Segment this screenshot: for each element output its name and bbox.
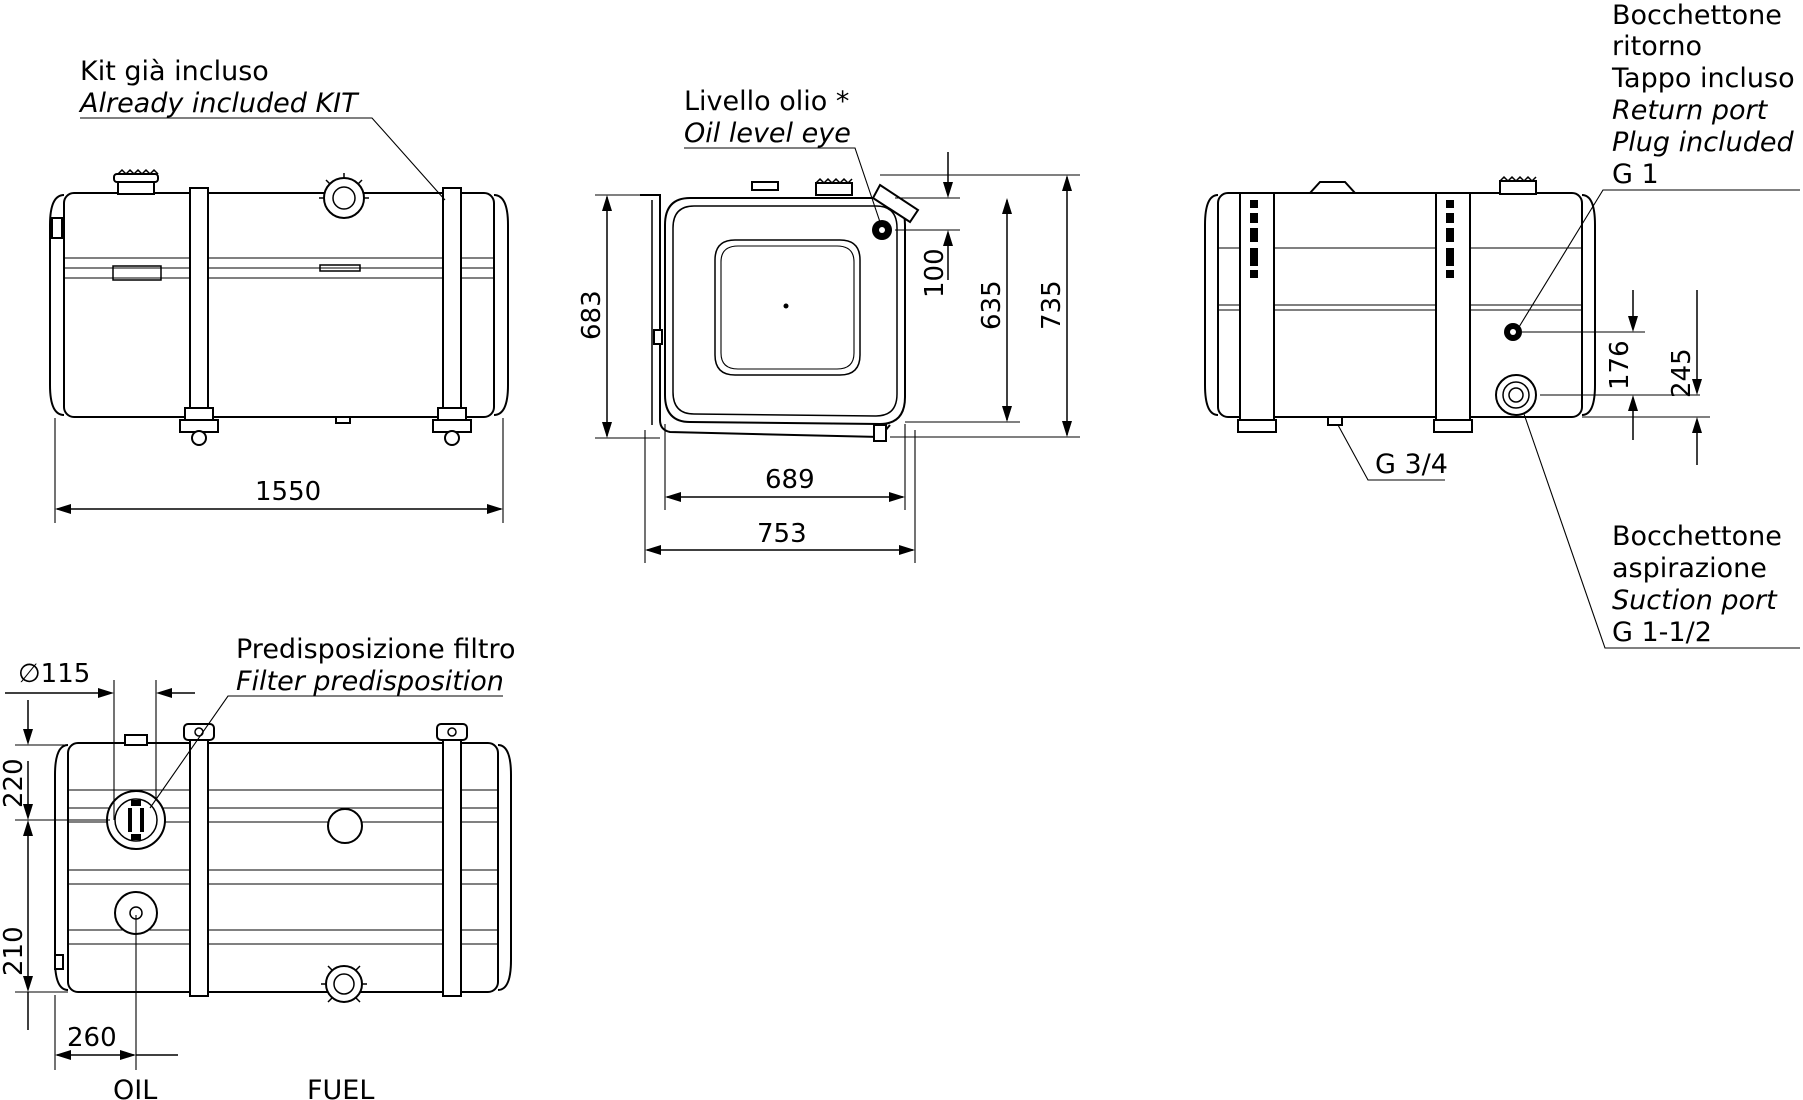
filter-flange-icon (106, 790, 166, 850)
dim-689: 689 (765, 465, 815, 495)
front-strap-bolt-right (432, 407, 472, 446)
side-inner-panel (714, 239, 861, 376)
rear-filler-cap-icon (1499, 175, 1537, 195)
oil-level-leader-line (684, 147, 881, 223)
rear-strap-right (1435, 192, 1471, 426)
rear-drain-plug (1327, 416, 1343, 426)
top-strap-right (442, 737, 462, 997)
suction-port-icon (1495, 374, 1537, 416)
dim-260: 260 (67, 1023, 117, 1053)
dim-245: 245 (1667, 348, 1697, 398)
fuel-cap-icon (321, 965, 367, 1003)
front-view: 1550 Kit già incluso Already included KI… (49, 56, 509, 523)
side-tank-body (664, 197, 906, 426)
dim-735: 735 (1037, 280, 1067, 330)
dim-210: 210 (0, 926, 29, 976)
suction-leader-line (1523, 413, 1800, 649)
filter-label-it: Predisposizione filtro (236, 634, 515, 665)
dim-635: 635 (977, 280, 1007, 330)
top-side-port (327, 808, 363, 844)
front-strap-bolt-left (179, 407, 219, 446)
top-view: Predisposizione filtro Filter predisposi… (0, 634, 515, 1100)
suction-thread-label: G 1-1/2 (1612, 617, 1712, 648)
return-leader-line (1518, 189, 1800, 328)
dim-100: 100 (920, 248, 950, 298)
filter-label-en: Filter predisposition (236, 666, 504, 697)
front-label-plate (112, 265, 162, 281)
rear-breather (1307, 181, 1358, 194)
dim-length: 1550 (255, 477, 321, 507)
top-tank-body (67, 742, 499, 993)
kit-label-en: Already included KIT (78, 88, 360, 119)
oil-label: OIL (113, 1075, 157, 1100)
side-bracket (640, 194, 891, 439)
rear-view: Bocchettone ritorno Tappo incluso Return… (1204, 0, 1800, 649)
dim-753: 753 (757, 519, 807, 549)
front-breather-cap-icon (319, 173, 369, 219)
front-right-endcap (493, 194, 509, 416)
side-strap-tab (871, 183, 920, 224)
return-label-it-3: Tappo incluso (1611, 63, 1795, 94)
front-weld-strip (319, 264, 361, 272)
oil-fill-port-icon (114, 891, 158, 935)
suction-label-it-1: Bocchettone (1612, 521, 1782, 552)
top-strap-left (189, 737, 209, 997)
suction-label-it-2: aspirazione (1612, 553, 1767, 584)
rear-strap-left (1239, 192, 1275, 426)
drain-leader-line (1337, 424, 1445, 481)
dim-220: 220 (0, 758, 29, 808)
front-tank-body (63, 192, 495, 418)
side-filler-cap-icon (815, 177, 853, 196)
oil-level-label-it: Livello olio * (684, 86, 849, 117)
return-label-it-2: ritorno (1612, 31, 1702, 62)
front-strap-left (189, 187, 209, 421)
kit-leader-line (80, 117, 446, 201)
return-label-en-1: Return port (1612, 95, 1769, 126)
dim-176: 176 (1605, 340, 1635, 390)
return-label-it-1: Bocchettone (1612, 0, 1782, 31)
side-drain-fitting (873, 424, 887, 442)
filter-leader-line (149, 695, 503, 809)
drain-thread-label: G 3/4 (1375, 449, 1448, 480)
front-left-endcap (49, 194, 65, 416)
dim-683: 683 (577, 290, 607, 340)
fuel-label: FUEL (307, 1075, 374, 1100)
suction-label-en: Suction port (1612, 585, 1778, 616)
side-view: Livello olio * Oil level eye 683 100 635… (577, 86, 1080, 563)
front-drain-plug (335, 416, 351, 424)
front-left-bracket (51, 217, 63, 239)
return-label-en-2: Plug included (1612, 127, 1794, 158)
return-thread-label: G 1 (1612, 159, 1659, 190)
top-strap-buckle-right (436, 723, 468, 741)
front-strap-right (442, 187, 462, 421)
top-filler-cap (124, 734, 148, 746)
side-top-connector (751, 181, 779, 191)
front-filler-cap-icon (113, 168, 159, 195)
dim-diameter-115: ∅115 (18, 659, 90, 689)
kit-label-it: Kit già incluso (80, 56, 269, 87)
oil-level-label-en: Oil level eye (684, 118, 851, 149)
